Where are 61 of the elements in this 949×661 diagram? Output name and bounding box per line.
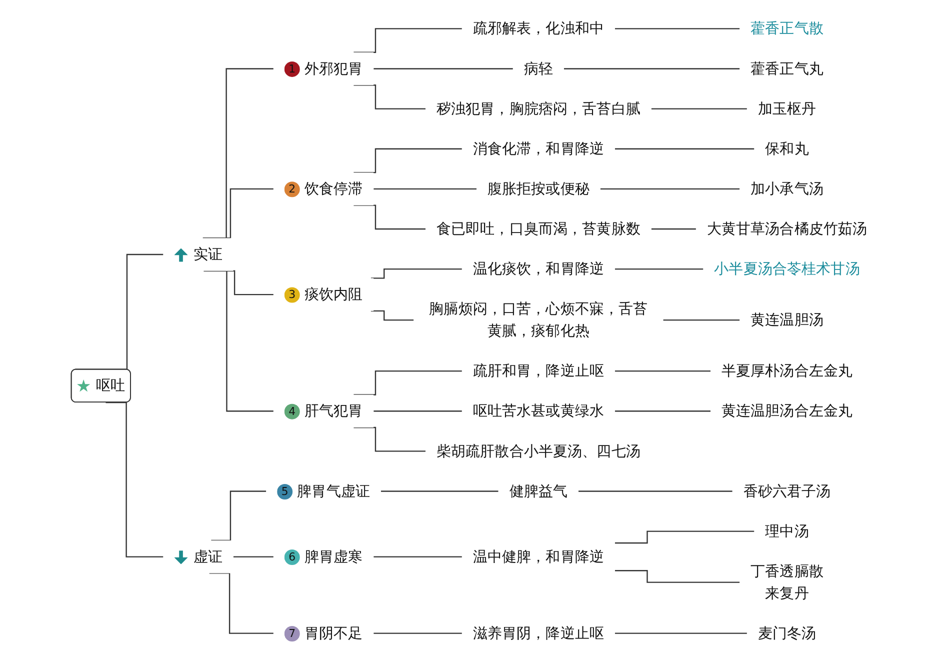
connector [106, 401, 164, 557]
connector [373, 188, 476, 190]
connector [614, 148, 754, 149]
node-text: 痰饮内阻 [304, 284, 362, 302]
connector [370, 268, 462, 278]
connector [651, 108, 747, 109]
connector [614, 268, 704, 270]
connector [370, 310, 414, 320]
connector [373, 556, 462, 557]
node-text: 小半夏汤合苓桂术甘汤 [714, 259, 860, 277]
node-text: 半夏厚朴汤合左金丸 [721, 361, 852, 379]
node-text: 大黄甘草汤合橘皮竹茹汤 [706, 219, 867, 237]
node-text: 加小承气汤 [750, 179, 824, 197]
node-text: 藿香正气散 [750, 19, 824, 36]
node-text: 腹胀拒按或便秘 [487, 179, 590, 197]
connector [373, 632, 462, 634]
connector [651, 228, 696, 230]
connector [614, 530, 754, 544]
node-text: 温化痰饮，和胃降逆 [472, 259, 604, 277]
connector [564, 68, 740, 69]
node-text: 脾胃气虚证 [296, 482, 370, 499]
node-text: 加玉枢丹 [758, 99, 816, 117]
node-text: 健脾益气 [509, 482, 568, 499]
node-text: 滋养胃阴，降逆止呕 [472, 624, 604, 642]
node-text: 理中汤 [764, 522, 809, 540]
node-text: 秽浊犯胃，胸脘痞闷，舌苔白腻 [436, 99, 640, 117]
node-text: 柴胡疏肝散合小半夏汤、四七汤 [436, 442, 640, 459]
connector [373, 68, 513, 69]
node-text: 病轻 [524, 59, 553, 76]
node-text: 消食化滞，和胃降逆 [472, 139, 604, 157]
connector [354, 84, 426, 109]
node-text: 黄连温胆汤 [750, 310, 824, 328]
connector [614, 632, 747, 634]
node-text: 呕吐苦水甚或黄绿水 [472, 402, 604, 419]
node-text: 疏邪解表，化浊和中 [472, 19, 604, 36]
connector [380, 490, 498, 492]
node-text: 温中健脾，和胃降逆 [472, 547, 604, 565]
node-text: 食已即吐，口臭而渴，苔黄脉数 [436, 219, 640, 237]
connector [600, 188, 740, 190]
connector [354, 204, 426, 230]
node-text: 胃阴不足 [304, 624, 362, 642]
node-text: 疏肝和胃，降逆止呕 [472, 361, 604, 379]
node-text: 香砂六君子汤 [743, 482, 831, 499]
connector [662, 318, 740, 320]
connector [614, 570, 740, 582]
connector [204, 270, 274, 412]
connector [578, 490, 732, 492]
connector [373, 410, 462, 412]
connector [614, 28, 740, 29]
connector [614, 410, 710, 412]
node-text: 胸膈烦闷，口苦，心烦不寐，舌苔黄腻，痰郁化热 [428, 300, 648, 339]
connector [233, 556, 274, 557]
connector [614, 370, 710, 372]
node-text: 保和丸 [764, 139, 809, 157]
connector [209, 572, 274, 634]
node-text: 藿香正气丸 [750, 59, 824, 76]
node-text: 丁香透膈散 来复丹 [750, 562, 824, 601]
node-text: 脾胃虚寒 [304, 547, 362, 565]
node-text: 黄连温胆汤合左金丸 [721, 402, 852, 419]
connector [354, 426, 426, 452]
node-text: 麦门冬汤 [758, 624, 816, 642]
